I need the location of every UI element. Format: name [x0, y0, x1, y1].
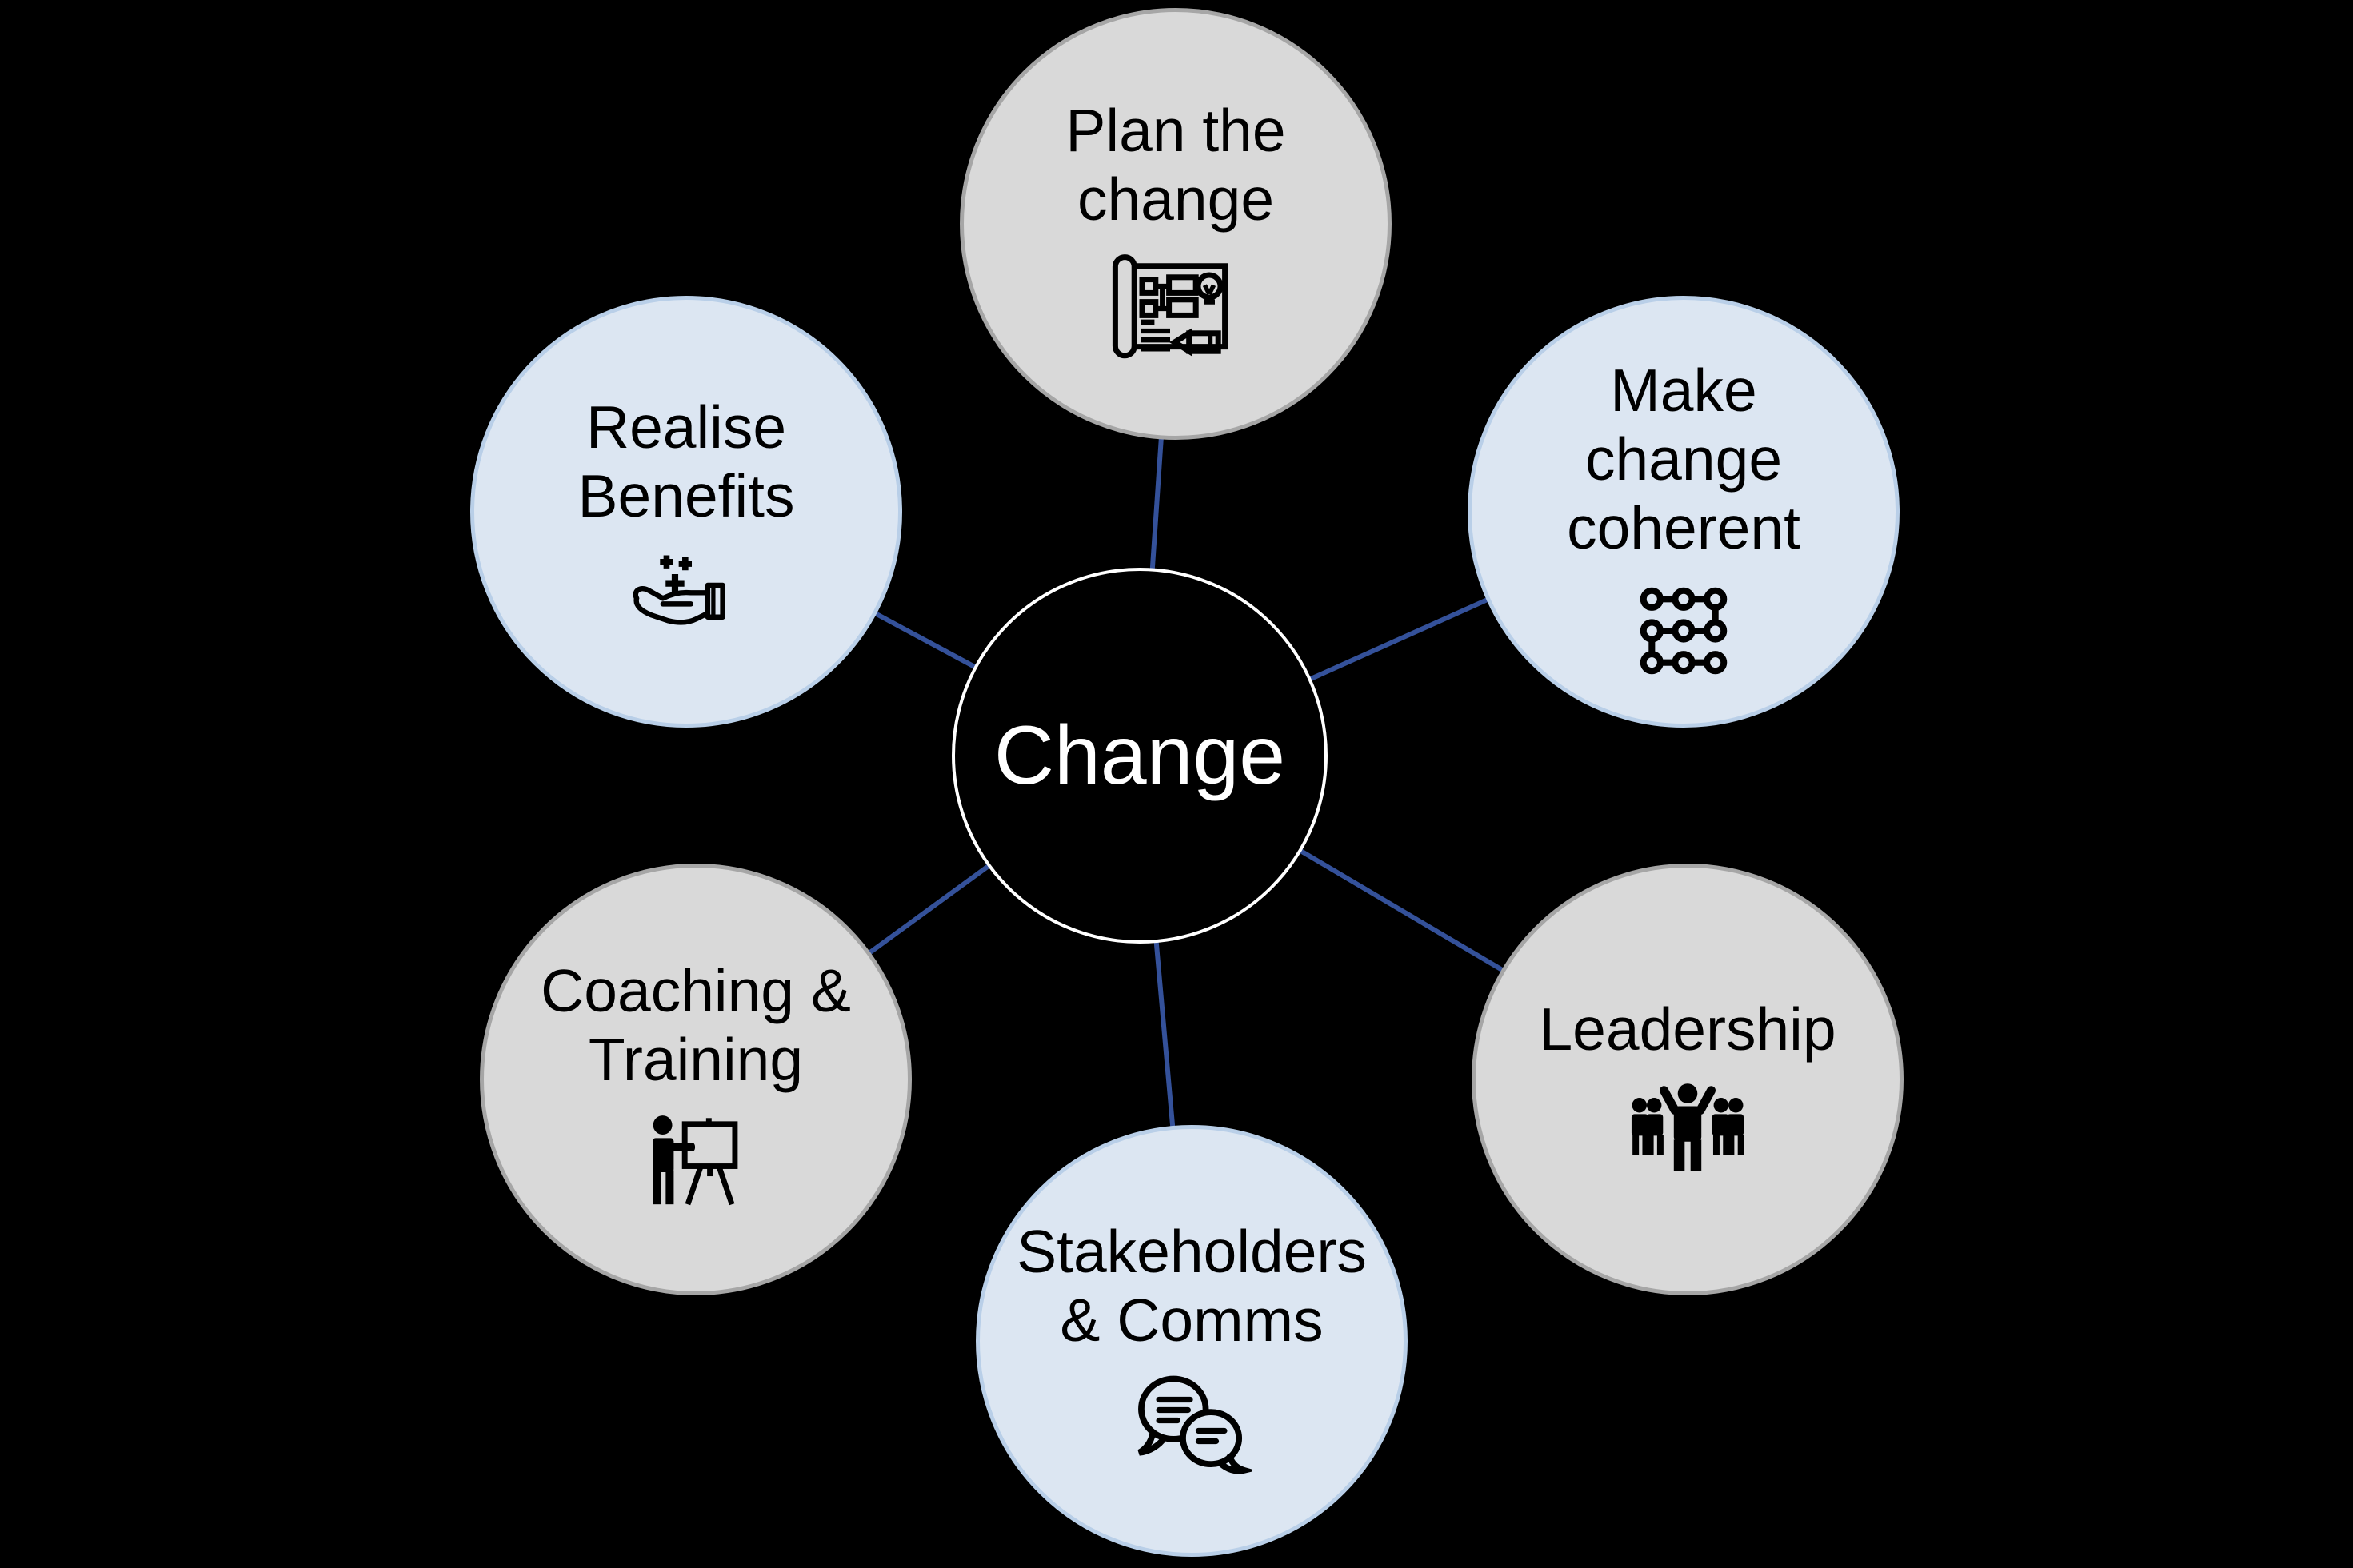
node-label: Stakeholders & Comms	[1017, 1217, 1367, 1355]
node-plan-the-change: Plan the change	[960, 8, 1392, 440]
node-label: Plan the change	[1065, 96, 1285, 233]
node-leadership: Leadership	[1472, 864, 1904, 1295]
node-label-line: change	[1077, 166, 1275, 233]
node-label-line: & Comms	[1060, 1287, 1324, 1354]
presenter-easel-icon	[653, 1115, 738, 1206]
node-label: Realise Benefits	[578, 393, 795, 530]
hand-sparkles-icon	[633, 555, 725, 625]
node-label-line: Benefits	[577, 462, 795, 529]
plan-blueprint-icon	[1112, 254, 1228, 359]
network-nodes-icon	[1640, 587, 1728, 675]
node-label-line: Make	[1610, 357, 1757, 424]
node-label-line: Coaching &	[541, 957, 851, 1024]
center-label: Change	[993, 708, 1286, 802]
node-coaching-training: Coaching & Training	[480, 864, 912, 1295]
node-label: Coaching & Training	[541, 956, 851, 1094]
speech-bubbles-icon	[1137, 1375, 1252, 1474]
center-node-change: Change	[952, 568, 1328, 944]
node-label: Leadership	[1539, 995, 1836, 1063]
node-make-change-coherent: Make change coherent	[1468, 296, 1900, 728]
node-label-line: coherent	[1567, 494, 1800, 561]
node-label-line: Stakeholders	[1017, 1218, 1367, 1285]
leadership-team-icon	[1631, 1083, 1744, 1171]
node-label-line: Leadership	[1539, 995, 1836, 1063]
node-label-line: Training	[588, 1026, 804, 1093]
node-stakeholders-comms: Stakeholders & Comms	[976, 1125, 1408, 1557]
node-label: Make change coherent	[1567, 356, 1800, 562]
node-label-line: Realise	[585, 393, 787, 461]
node-label-line: Plan the	[1065, 97, 1286, 164]
node-label-line: change	[1584, 425, 1783, 493]
node-realise-benefits: Realise Benefits	[470, 296, 902, 728]
